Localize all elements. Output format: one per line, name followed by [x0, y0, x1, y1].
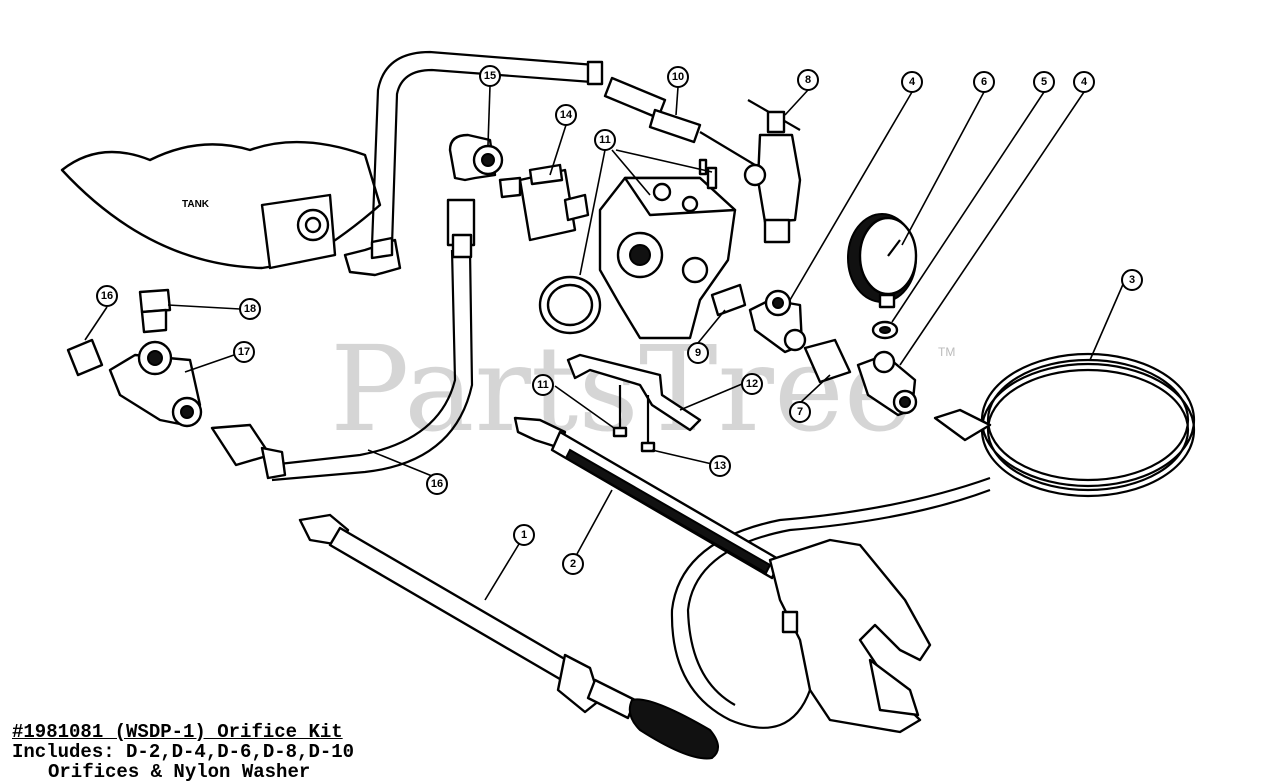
supply-hose [370, 50, 604, 246]
wand-extension [513, 416, 782, 580]
callout-3: 3 [1121, 269, 1143, 291]
callout-6: 6 [973, 71, 995, 93]
callout-16-plug: 16 [96, 285, 118, 307]
svg-text:11: 11 [599, 134, 611, 146]
svg-text:15: 15 [484, 70, 496, 82]
callout-8: 8 [797, 69, 819, 91]
pressure-gauge [847, 213, 918, 309]
watermark-trademark: TM [938, 345, 955, 359]
callout-7: 7 [789, 401, 811, 423]
svg-text:4: 4 [1081, 76, 1088, 88]
pump-outlet-fitting [710, 283, 747, 317]
callout-12: 12 [741, 373, 763, 395]
svg-text:2: 2 [570, 558, 576, 570]
callout-13: 13 [709, 455, 731, 477]
svg-text:12: 12 [746, 378, 758, 390]
hose-barb-fitting [138, 288, 172, 334]
elbow-fitting [448, 133, 504, 182]
callout-18: 18 [239, 298, 261, 320]
kit-title: #1981081 (WSDP-1) Orifice Kit [12, 721, 343, 743]
coiled-hose [670, 352, 1196, 729]
kit-includes: Includes: D-2,D-4,D-6,D-8,D-10 [12, 741, 355, 763]
callout-2: 2 [562, 553, 584, 575]
callout-4-upper: 4 [901, 71, 923, 93]
suction-hose [269, 198, 476, 482]
svg-text:16: 16 [431, 478, 443, 490]
callout-4-lower: 4 [1073, 71, 1095, 93]
hose-nipple [603, 76, 756, 166]
pump-cover-cap [538, 275, 602, 335]
svg-text:18: 18 [244, 303, 256, 315]
watermark-text: PartsTree [330, 320, 914, 458]
mounting-screws [612, 385, 656, 453]
svg-text:4: 4 [909, 76, 916, 88]
callout-15: 15 [479, 65, 501, 87]
svg-text:7: 7 [797, 406, 803, 418]
pressure-regulator [743, 99, 802, 244]
hex-nipple [803, 338, 852, 384]
callout-10: 9 [687, 342, 709, 364]
callout-1: 1 [513, 524, 535, 546]
mounting-bracket [566, 353, 702, 432]
spray-lance [298, 513, 719, 760]
svg-text:3: 3 [1129, 274, 1135, 286]
svg-text:10: 10 [672, 71, 684, 83]
callout-11-bottom: 11 [532, 374, 554, 396]
callout-16-hose: 16 [426, 473, 448, 495]
callout-9: 10 [667, 66, 689, 88]
svg-text:5: 5 [1041, 76, 1047, 88]
callout-17: 17 [233, 341, 255, 363]
inlet-tee [108, 340, 203, 428]
tank-label: TANK [182, 199, 210, 210]
pump-body [598, 158, 737, 340]
tee-fitting-upper [748, 289, 807, 354]
svg-text:1: 1 [521, 529, 527, 541]
svg-text:11: 11 [537, 379, 549, 391]
svg-text:14: 14 [560, 109, 573, 121]
leader-lines [84, 85, 1125, 601]
svg-text:17: 17 [238, 346, 250, 358]
tee-fitting-lower [856, 350, 918, 417]
callout-5: 5 [1033, 71, 1055, 93]
svg-text:13: 13 [714, 460, 726, 472]
tank: TANK [60, 140, 382, 270]
suction-hose-barb [210, 423, 287, 480]
kit-contents: Orifices & Nylon Washer [48, 761, 311, 783]
svg-text:16: 16 [101, 290, 113, 302]
tank-elbow-fitting [343, 236, 402, 277]
spray-gun [768, 538, 932, 734]
hex-plug [66, 338, 104, 377]
callout-14: 14 [555, 104, 577, 126]
svg-text:8: 8 [805, 74, 811, 86]
callout-11-top: 11 [594, 129, 616, 151]
inline-strainer [498, 163, 590, 242]
gauge-adapter [871, 320, 899, 340]
svg-text:6: 6 [981, 76, 987, 88]
svg-text:9: 9 [695, 347, 701, 359]
